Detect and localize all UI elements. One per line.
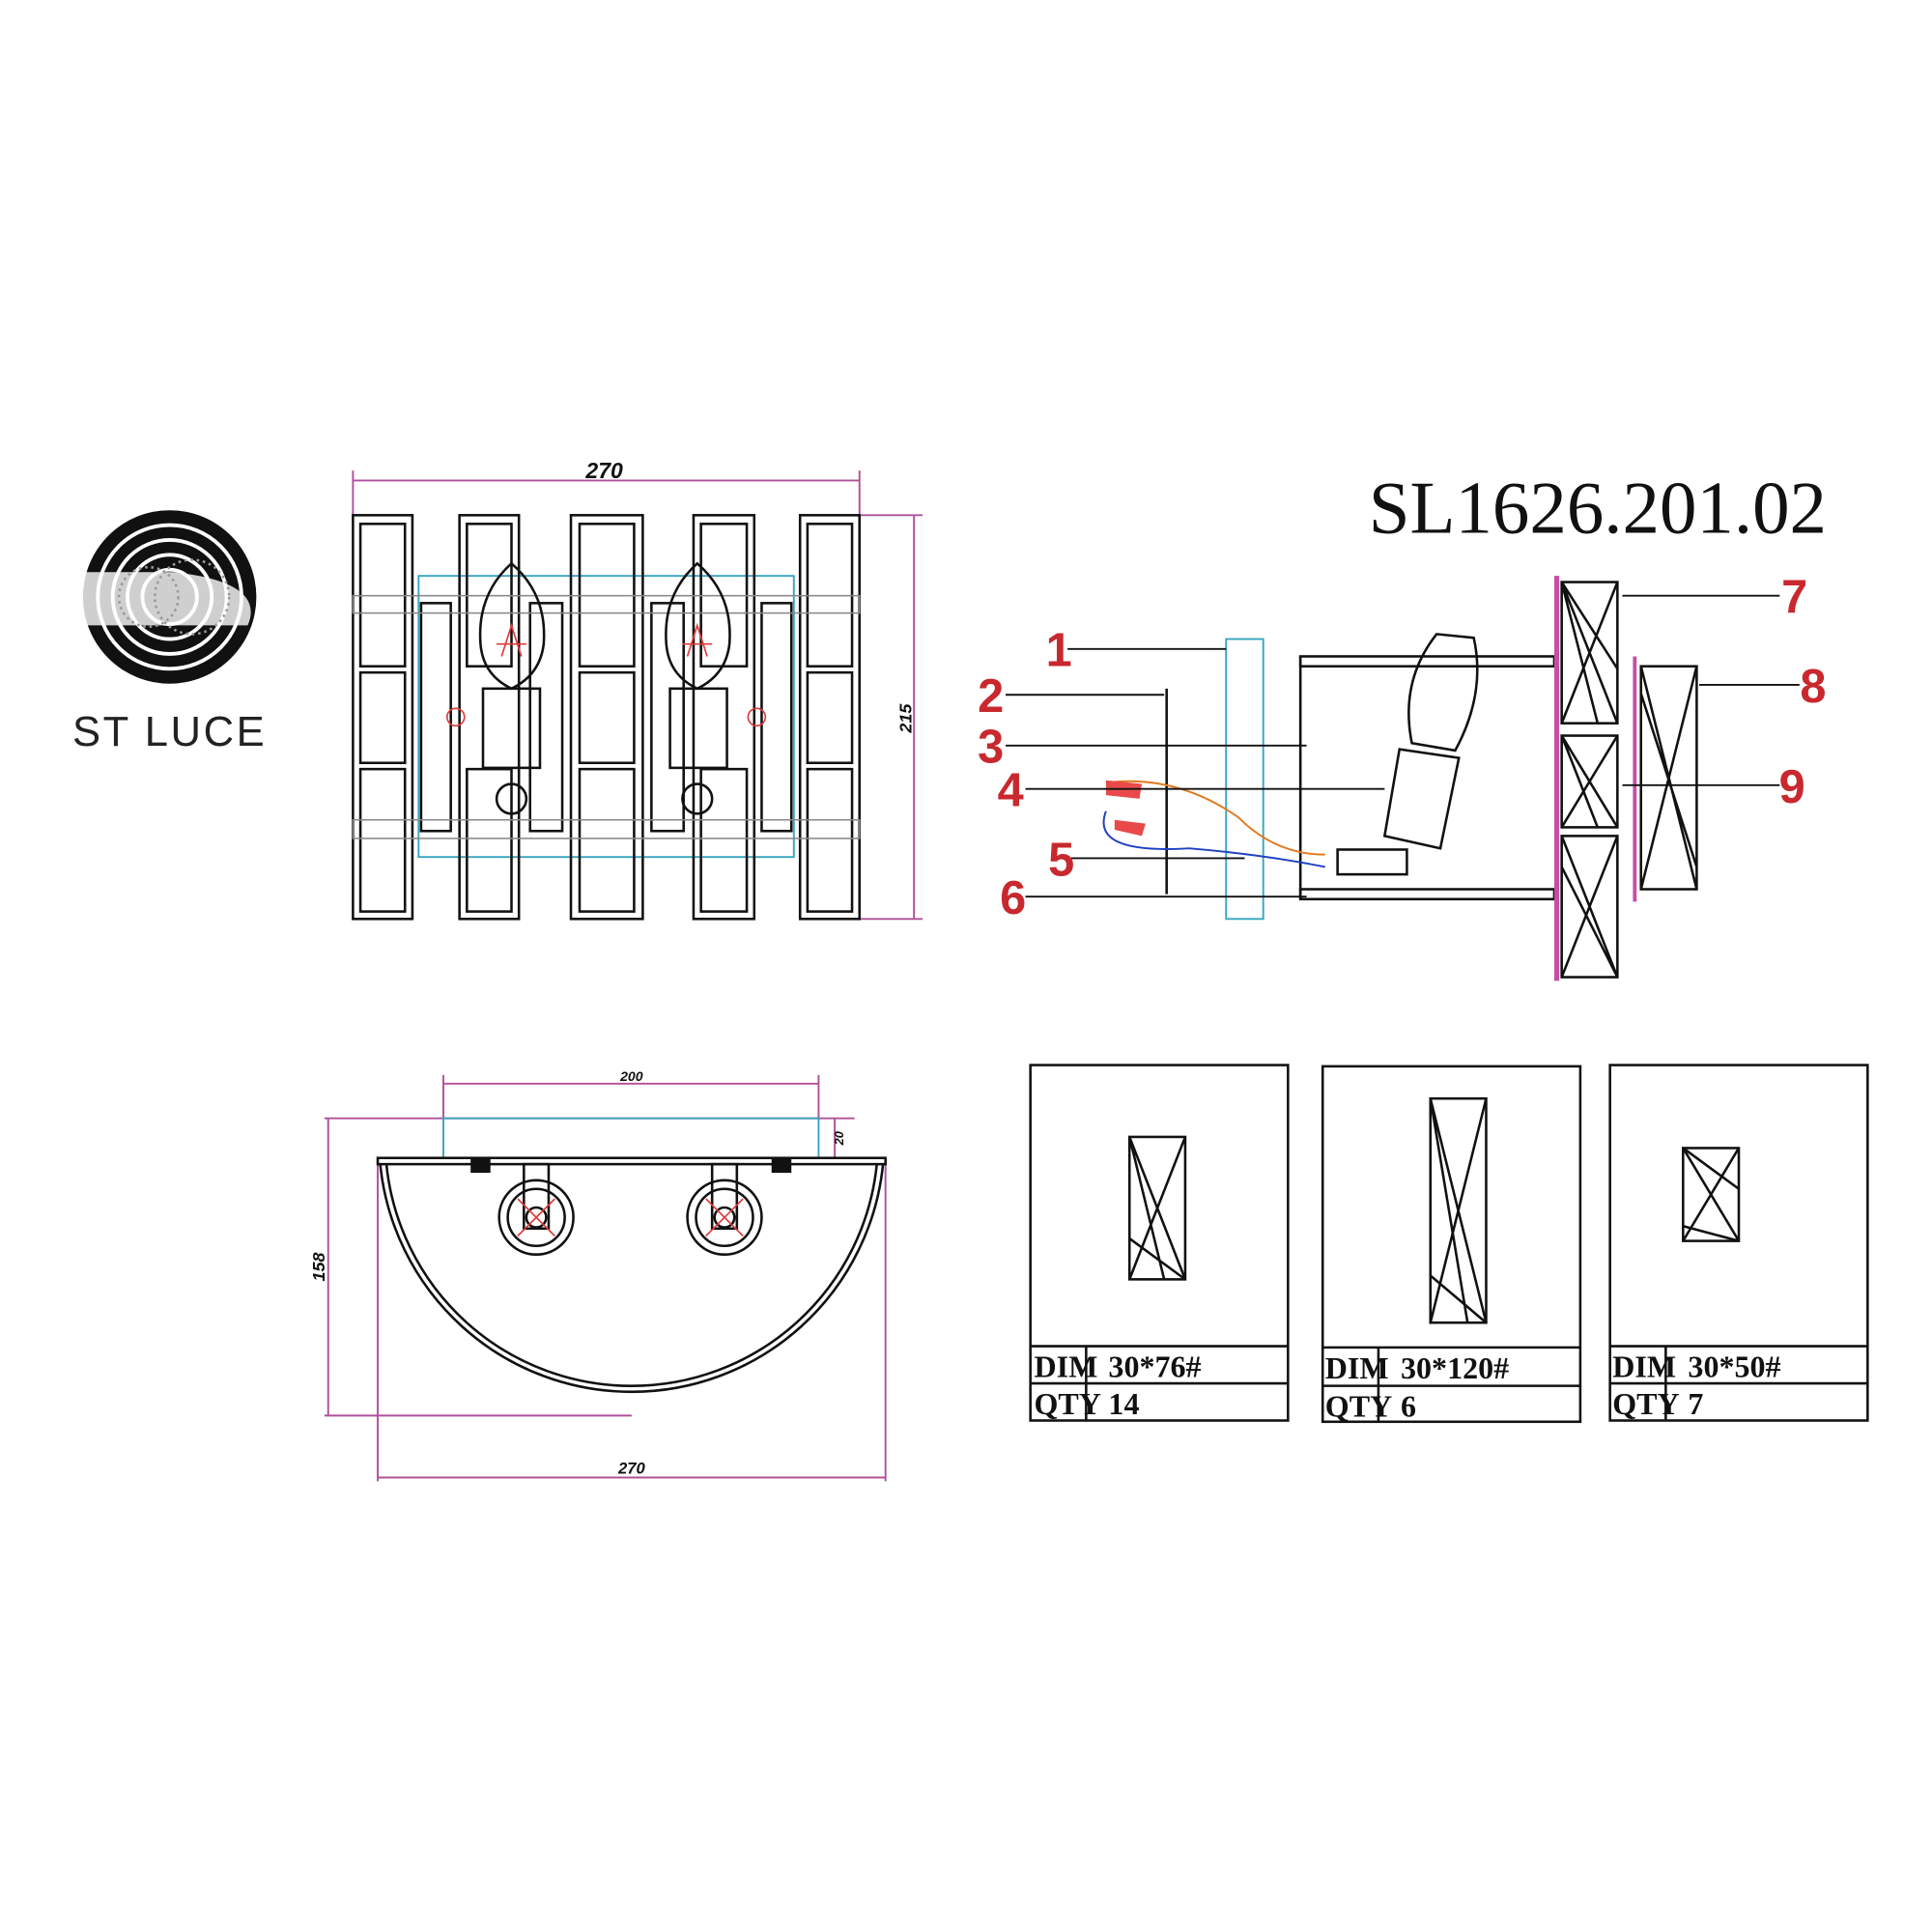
crystal-table-2: DIM 30*120# QTY 6 [1321, 1065, 1582, 1424]
callout-8: 8 [1800, 661, 1826, 713]
callout-9: 9 [1779, 761, 1805, 813]
dim-label: DIM [1325, 1350, 1389, 1385]
callout-3: 3 [978, 722, 1004, 774]
model-number: SL1626.201.02 [1369, 466, 1827, 549]
top-view: 200 20 158 270 [309, 1068, 887, 1482]
spiral-logo-icon [73, 510, 257, 684]
callout-6: 6 [1000, 872, 1026, 924]
front-height-label: 215 [896, 703, 916, 734]
callout-2: 2 [978, 670, 1004, 723]
qty-label: QTY [1035, 1386, 1101, 1421]
exploded-view: 1 2 3 4 5 6 7 8 9 [978, 572, 1826, 981]
brand-name: ST LUCE [72, 709, 267, 755]
qty-value: 6 [1401, 1389, 1416, 1424]
crystal-table-1: DIM 30*76# QTY 14 [1029, 1064, 1290, 1422]
dim-label: DIM [1612, 1350, 1676, 1384]
dim-label: DIM [1035, 1350, 1098, 1384]
depth-label: 158 [309, 1253, 328, 1282]
crystal-table-3: DIM 30*50# QTY 7 [1608, 1064, 1869, 1422]
crystal-icon [1682, 1147, 1741, 1242]
front-width-label: 270 [584, 458, 623, 483]
qty-value: 14 [1108, 1386, 1139, 1421]
dim-value: 30*120# [1401, 1350, 1509, 1385]
brand-logo: ST LUCE [72, 510, 267, 755]
callout-7: 7 [1781, 572, 1807, 624]
part-callouts: 1 2 3 4 5 6 7 8 9 [978, 572, 1826, 925]
qty-value: 7 [1688, 1386, 1703, 1421]
qty-label: QTY [1612, 1386, 1679, 1421]
dim-value: 30*50# [1688, 1350, 1780, 1384]
top-width-label: 270 [617, 1460, 646, 1478]
crystal-icon [1429, 1096, 1488, 1324]
qty-label: QTY [1325, 1389, 1392, 1424]
callout-5: 5 [1048, 834, 1074, 886]
dim-value: 30*76# [1108, 1350, 1201, 1384]
mount-depth-label: 20 [832, 1131, 846, 1146]
callout-4: 4 [998, 765, 1024, 817]
mount-width-label: 200 [619, 1068, 643, 1084]
front-view: 270 215 [352, 458, 923, 921]
callout-1: 1 [1046, 625, 1072, 677]
crystal-icon [1127, 1135, 1187, 1281]
